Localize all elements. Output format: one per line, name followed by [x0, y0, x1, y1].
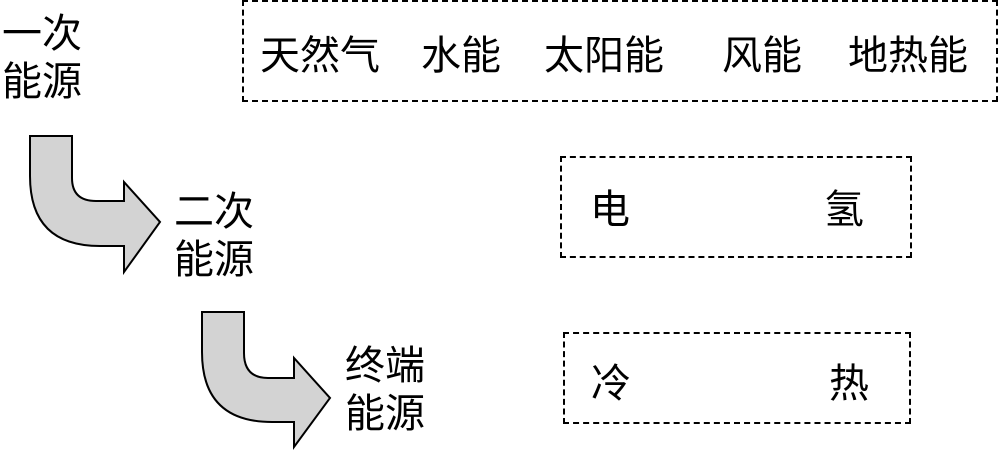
curved-arrow-primary-to-secondary: [29, 135, 162, 276]
level-label-terminal-line1: 终端: [345, 343, 425, 389]
level-label-primary-line1: 一次: [2, 11, 82, 57]
primary-sources-box: 天然气 水能 太阳能 风能 地热能: [242, 0, 998, 102]
source-cold: 冷: [591, 361, 631, 407]
secondary-sources-box: 电 氢: [560, 156, 912, 258]
source-solar: 太阳能: [544, 33, 664, 79]
source-hydro: 水能: [421, 33, 501, 79]
level-label-primary-line2: 能源: [2, 59, 82, 105]
terminal-sources-box: 冷 热: [563, 332, 911, 424]
source-wind: 风能: [722, 33, 802, 79]
source-hydrogen: 氢: [824, 187, 864, 233]
source-natural-gas: 天然气: [260, 33, 380, 79]
source-electricity: 电: [590, 187, 630, 233]
source-heat: 热: [829, 361, 869, 407]
level-label-secondary-line2: 能源: [174, 237, 254, 283]
level-label-primary: 一次 能源: [2, 10, 82, 106]
source-geothermal: 地热能: [848, 33, 968, 79]
level-label-terminal-line2: 能源: [345, 391, 425, 437]
level-label-secondary: 二次 能源: [174, 188, 254, 284]
level-label-secondary-line1: 二次: [174, 189, 254, 235]
curved-arrow-secondary-to-terminal: [201, 311, 332, 451]
level-label-terminal: 终端 能源: [345, 342, 425, 438]
